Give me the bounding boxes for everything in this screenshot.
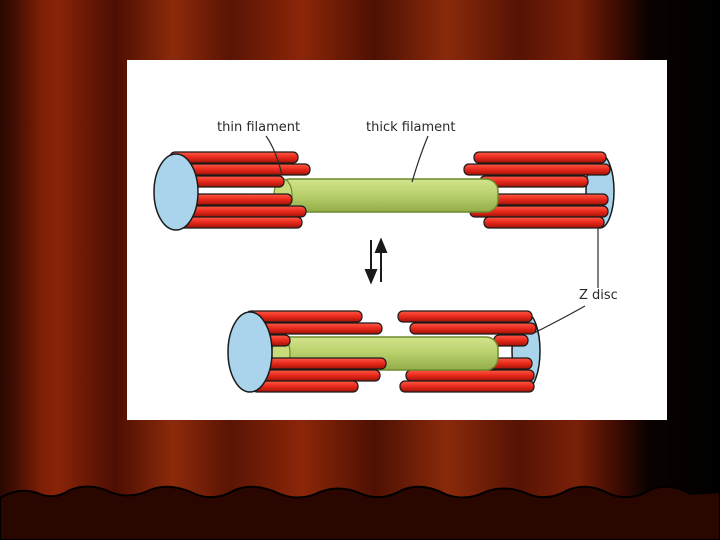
thin-filament [400, 381, 534, 392]
thin-filament [490, 194, 608, 205]
thin-filament [494, 335, 528, 346]
thin-filament [410, 323, 536, 334]
z-disc-left [228, 312, 272, 392]
thin-filament [464, 164, 610, 175]
thin-filament [174, 217, 302, 228]
label-thin-filament: thin filament [217, 120, 300, 135]
curtain-left-shade [0, 0, 40, 540]
thin-filament [474, 152, 606, 163]
label-thick-filament: thick filament [366, 120, 456, 135]
thin-filament [406, 370, 534, 381]
curtain-fringe [0, 486, 720, 540]
thin-filament [398, 311, 532, 322]
z-disc-left [154, 154, 198, 230]
label-z-disc: Z disc [579, 288, 618, 303]
thin-filament [484, 217, 604, 228]
thin-filament [252, 381, 358, 392]
thick-filament [274, 179, 498, 212]
thick-filament-body [278, 179, 498, 212]
